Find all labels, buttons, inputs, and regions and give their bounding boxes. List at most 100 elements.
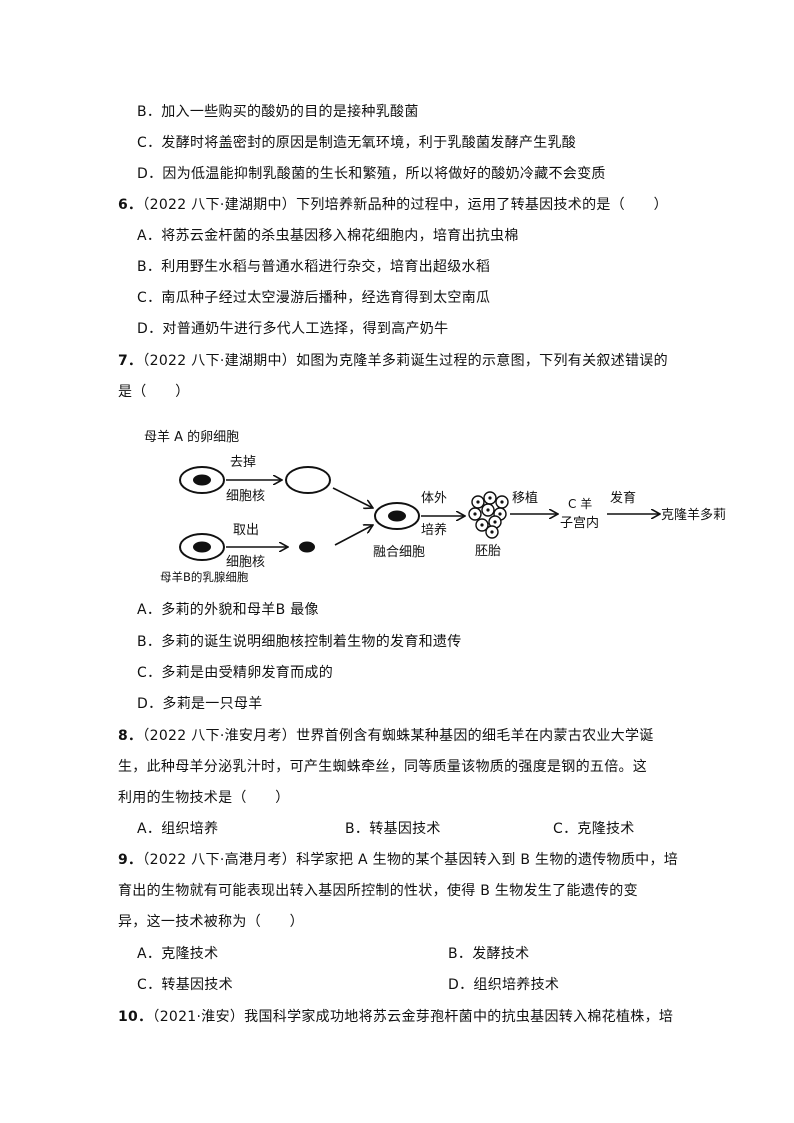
option-text: 多莉的外貌和母羊B 最像 [161, 602, 319, 618]
option-label: A． [137, 602, 162, 618]
option-label: C． [553, 821, 578, 837]
transplant-label: 移植 [512, 491, 538, 506]
option-text: 多莉的诞生说明细胞核控制着生物的发育和遗传 [161, 634, 462, 650]
option-text: 将苏云金杆菌的杀虫基因移入棉花细胞内，培育出抗虫棉 [161, 228, 519, 244]
q9-stem-line3: 异，这一技术被称为（ ） [118, 912, 304, 932]
q7-option-a: A．多莉的外貌和母羊B 最像 [137, 600, 319, 620]
q6-option-d: D．对普通奶牛进行多代人工选择，得到高产奶牛 [137, 319, 448, 339]
q6-option-b: B．利用野生水稻与普通水稻进行杂交，培育出超级水稻 [137, 257, 490, 277]
question-text: 异，这一技术被称为（ ） [118, 914, 304, 930]
option-text: 转基因技术 [369, 821, 441, 837]
q6-option-c: C．南瓜种子经过太空漫游后播种，经选育得到太空南瓜 [137, 288, 490, 308]
q7-option-d: D．多莉是一只母羊 [137, 694, 263, 714]
question-source: （2022 八下·淮安月考） [142, 728, 297, 744]
option-label: A． [137, 228, 162, 244]
nucleus-label: 细胞核 [226, 555, 265, 570]
enucleated-egg-icon [285, 466, 331, 494]
option-text: 克隆技术 [161, 946, 219, 962]
question-text: 利用的生物技术是（ ） [118, 790, 290, 806]
question-number: 6． [118, 197, 143, 213]
question-source: （2022 八下·建湖期中） [142, 353, 297, 369]
question-text: 我国科学家成功地将苏云金芽孢杆菌中的抗虫基因转入棉花植株，培 [244, 1009, 674, 1025]
question-number: 7． [118, 353, 143, 369]
q9-stem-line1: 9．（2022 八下·高港月考）科学家把 A 生物的某个基因转入到 B 生物的遗… [118, 850, 678, 870]
q6-option-a: A．将苏云金杆菌的杀虫基因移入棉花细胞内，培育出抗虫棉 [137, 226, 519, 246]
embryo-label: 胚胎 [475, 544, 501, 559]
q7-stem-line1: 7．（2022 八下·建湖期中）如图为克隆羊多莉诞生过程的示意图，下列有关叙述错… [118, 351, 668, 371]
egg-cell-icon [179, 466, 225, 494]
question-source: （2021·淮安） [152, 1009, 245, 1025]
question-source: （2022 八下·建湖期中） [142, 197, 297, 213]
nucleus-label: 细胞核 [226, 489, 265, 504]
q9-stem-line2: 育出的生物就有可能表现出转入基因所控制的性状，使得 B 生物发生了能遗传的变 [118, 881, 638, 901]
remove-label: 去掉 [230, 455, 256, 470]
q8-stem-line3: 利用的生物技术是（ ） [118, 788, 290, 808]
egg-cell-label: 母羊 A 的卵细胞 [144, 429, 239, 445]
cloning-diagram: 母羊 A 的卵细胞 去掉 细胞核 取出 细胞核 母羊B的乳腺细胞 融合细胞 体外… [140, 422, 740, 592]
option-text: 转基因技术 [161, 977, 233, 993]
arrow-icon [334, 525, 373, 546]
q6-stem: 6．（2022 八下·建湖期中）下列培养新品种的过程中，运用了转基因技术的是（ … [118, 195, 668, 215]
question-text: 育出的生物就有可能表现出转入基因所控制的性状，使得 B 生物发生了能遗传的变 [118, 883, 638, 899]
option-label: C． [137, 977, 162, 993]
question-text: 是（ ） [118, 384, 190, 400]
option-label: D． [448, 977, 474, 993]
option-label: D． [137, 321, 163, 337]
nucleus-icon [299, 541, 315, 553]
option-label: C． [137, 290, 162, 306]
q7-stem-line2: 是（ ） [118, 382, 190, 402]
q8-stem-line1: 8．（2022 八下·淮安月考）世界首例含有蜘蛛某种基因的细毛羊在内蒙古农业大学… [118, 726, 654, 746]
develop-label: 发育 [610, 490, 636, 506]
question-text: 下列培养新品种的过程中，运用了转基因技术的是（ ） [296, 197, 668, 213]
q9-option-c: C．转基因技术 [137, 975, 233, 995]
q9-option-b: B．发酵技术 [448, 944, 529, 964]
embryo-icon [468, 491, 509, 539]
mammary-cell-icon [179, 533, 225, 561]
option-label: B． [345, 821, 370, 837]
culture-label: 培养 [421, 522, 447, 538]
option-text: 因为低温能抑制乳酸菌的生长和繁殖，所以将做好的酸奶冷藏不会变质 [162, 166, 606, 182]
q5-option-c: C．发酵时将盖密封的原因是制造无氧环境，利于乳酸菌发酵产生乳酸 [137, 133, 576, 153]
q7-option-b: B．多莉的诞生说明细胞核控制着生物的发育和遗传 [137, 632, 462, 652]
option-label: D． [137, 166, 163, 182]
q5-option-b: B．加入一些购买的酸奶的目的是接种乳酸菌 [137, 102, 419, 122]
mammary-cell-label: 母羊B的乳腺细胞 [160, 570, 249, 584]
option-label: B． [137, 259, 162, 275]
uterus-label: 子宫内 [560, 515, 599, 531]
question-source: （2022 八下·高港月考） [142, 852, 297, 868]
option-text: 多莉是由受精卵发育而成的 [161, 665, 333, 681]
question-text: 生，此种母羊分泌乳汁时，可产生蜘蛛牵丝，同等质量该物质的强度是钢的五倍。这 [118, 759, 648, 775]
question-text: 如图为克隆羊多莉诞生过程的示意图，下列有关叙述错误的 [296, 353, 668, 369]
option-text: 组织培养 [161, 821, 219, 837]
option-label: A． [137, 946, 162, 962]
question-text: 世界首例含有蜘蛛某种基因的细毛羊在内蒙古农业大学诞 [296, 728, 654, 744]
take-out-label: 取出 [233, 523, 259, 538]
option-label: C． [137, 665, 162, 681]
q8-option-c: C．克隆技术 [553, 819, 635, 839]
option-text: 发酵技术 [472, 946, 530, 962]
dolly-label: 克隆羊多莉 [661, 507, 726, 523]
option-label: B． [448, 946, 473, 962]
q8-option-a: A．组织培养 [137, 819, 218, 839]
in-vitro-label: 体外 [421, 491, 447, 506]
option-text: 对普通奶牛进行多代人工选择，得到高产奶牛 [162, 321, 449, 337]
sheep-c-label: C 羊 [568, 496, 592, 511]
question-number: 9． [118, 852, 143, 868]
q10-stem-line1: 10．（2021·淮安）我国科学家成功地将苏云金芽孢杆菌中的抗虫基因转入棉花植株… [118, 1007, 673, 1027]
arrow-icon [332, 487, 373, 508]
q7-option-c: C．多莉是由受精卵发育而成的 [137, 663, 333, 683]
option-text: 利用野生水稻与普通水稻进行杂交，培育出超级水稻 [161, 259, 491, 275]
option-label: A． [137, 821, 162, 837]
q5-option-d: D．因为低温能抑制乳酸菌的生长和繁殖，所以将做好的酸奶冷藏不会变质 [137, 164, 606, 184]
option-text: 发酵时将盖密封的原因是制造无氧环境，利于乳酸菌发酵产生乳酸 [161, 135, 577, 151]
q9-option-a: A．克隆技术 [137, 944, 218, 964]
option-label: D． [137, 696, 163, 712]
q9-option-d: D．组织培养技术 [448, 975, 559, 995]
option-text: 南瓜种子经过太空漫游后播种，经选育得到太空南瓜 [161, 290, 491, 306]
option-label: B． [137, 634, 162, 650]
option-text: 组织培养技术 [473, 977, 560, 993]
option-text: 加入一些购买的酸奶的目的是接种乳酸菌 [161, 104, 419, 120]
q8-stem-line2: 生，此种母羊分泌乳汁时，可产生蜘蛛牵丝，同等质量该物质的强度是钢的五倍。这 [118, 757, 647, 777]
option-text: 克隆技术 [577, 821, 635, 837]
question-number: 10． [118, 1009, 153, 1025]
